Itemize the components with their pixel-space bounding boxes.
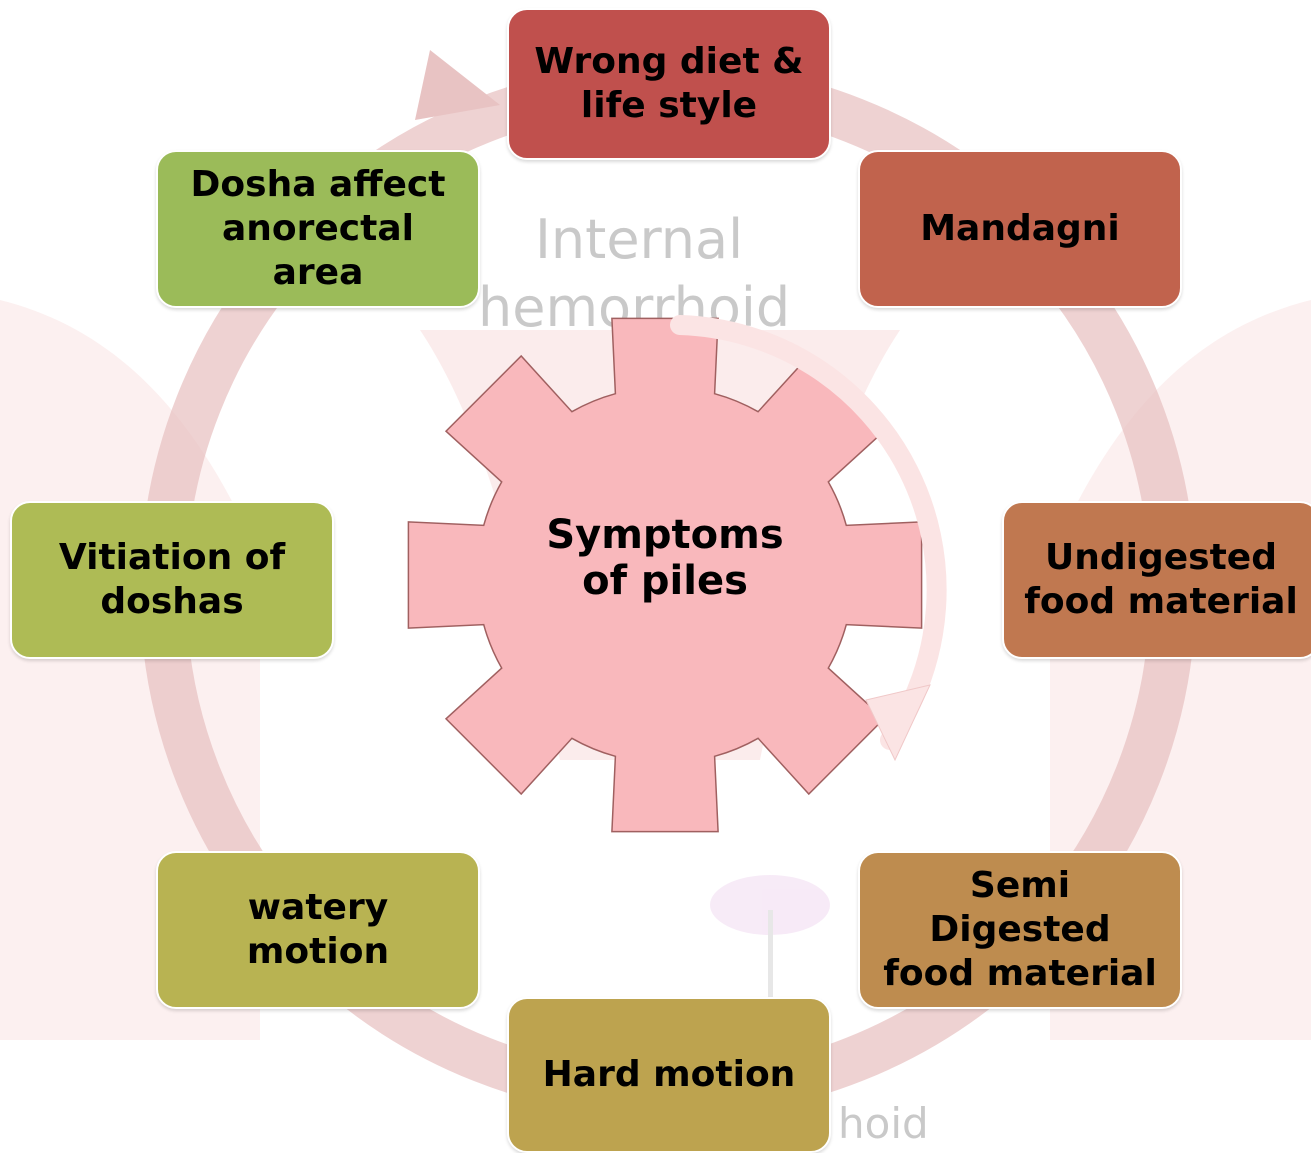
node-text: doshas xyxy=(59,580,285,624)
node-text: motion xyxy=(247,930,389,974)
node-undigested: Undigested food material xyxy=(1002,501,1311,659)
node-text: food material xyxy=(883,952,1157,996)
node-semi-digested: Semi Digested food material xyxy=(858,851,1182,1009)
node-hard-motion: Hard motion xyxy=(507,997,831,1153)
node-text: Mandagni xyxy=(920,207,1120,251)
node-mandagni: Mandagni xyxy=(858,150,1182,308)
node-text: food material xyxy=(1024,580,1298,624)
node-text: Dosha affect xyxy=(191,163,446,207)
node-text: area xyxy=(191,251,446,295)
node-vitiation: Vitiation of doshas xyxy=(10,501,334,659)
node-text: life style xyxy=(534,84,803,128)
node-text: Hard motion xyxy=(543,1053,796,1097)
node-wrong-diet: Wrong diet & life style xyxy=(507,8,831,160)
center-label: Symptoms of piles xyxy=(495,512,835,604)
node-text: Digested xyxy=(883,908,1157,952)
node-text: Semi xyxy=(883,864,1157,908)
node-text: anorectal xyxy=(191,207,446,251)
node-text: Wrong diet & xyxy=(534,40,803,84)
node-text: watery xyxy=(247,886,389,930)
node-watery-motion: watery motion xyxy=(156,851,480,1009)
node-text: Vitiation of xyxy=(59,536,285,580)
node-dosha-affect: Dosha affect anorectal area xyxy=(156,150,480,308)
center-label-line: of piles xyxy=(495,558,835,604)
node-text: Undigested xyxy=(1024,536,1298,580)
center-label-line: Symptoms xyxy=(495,512,835,558)
